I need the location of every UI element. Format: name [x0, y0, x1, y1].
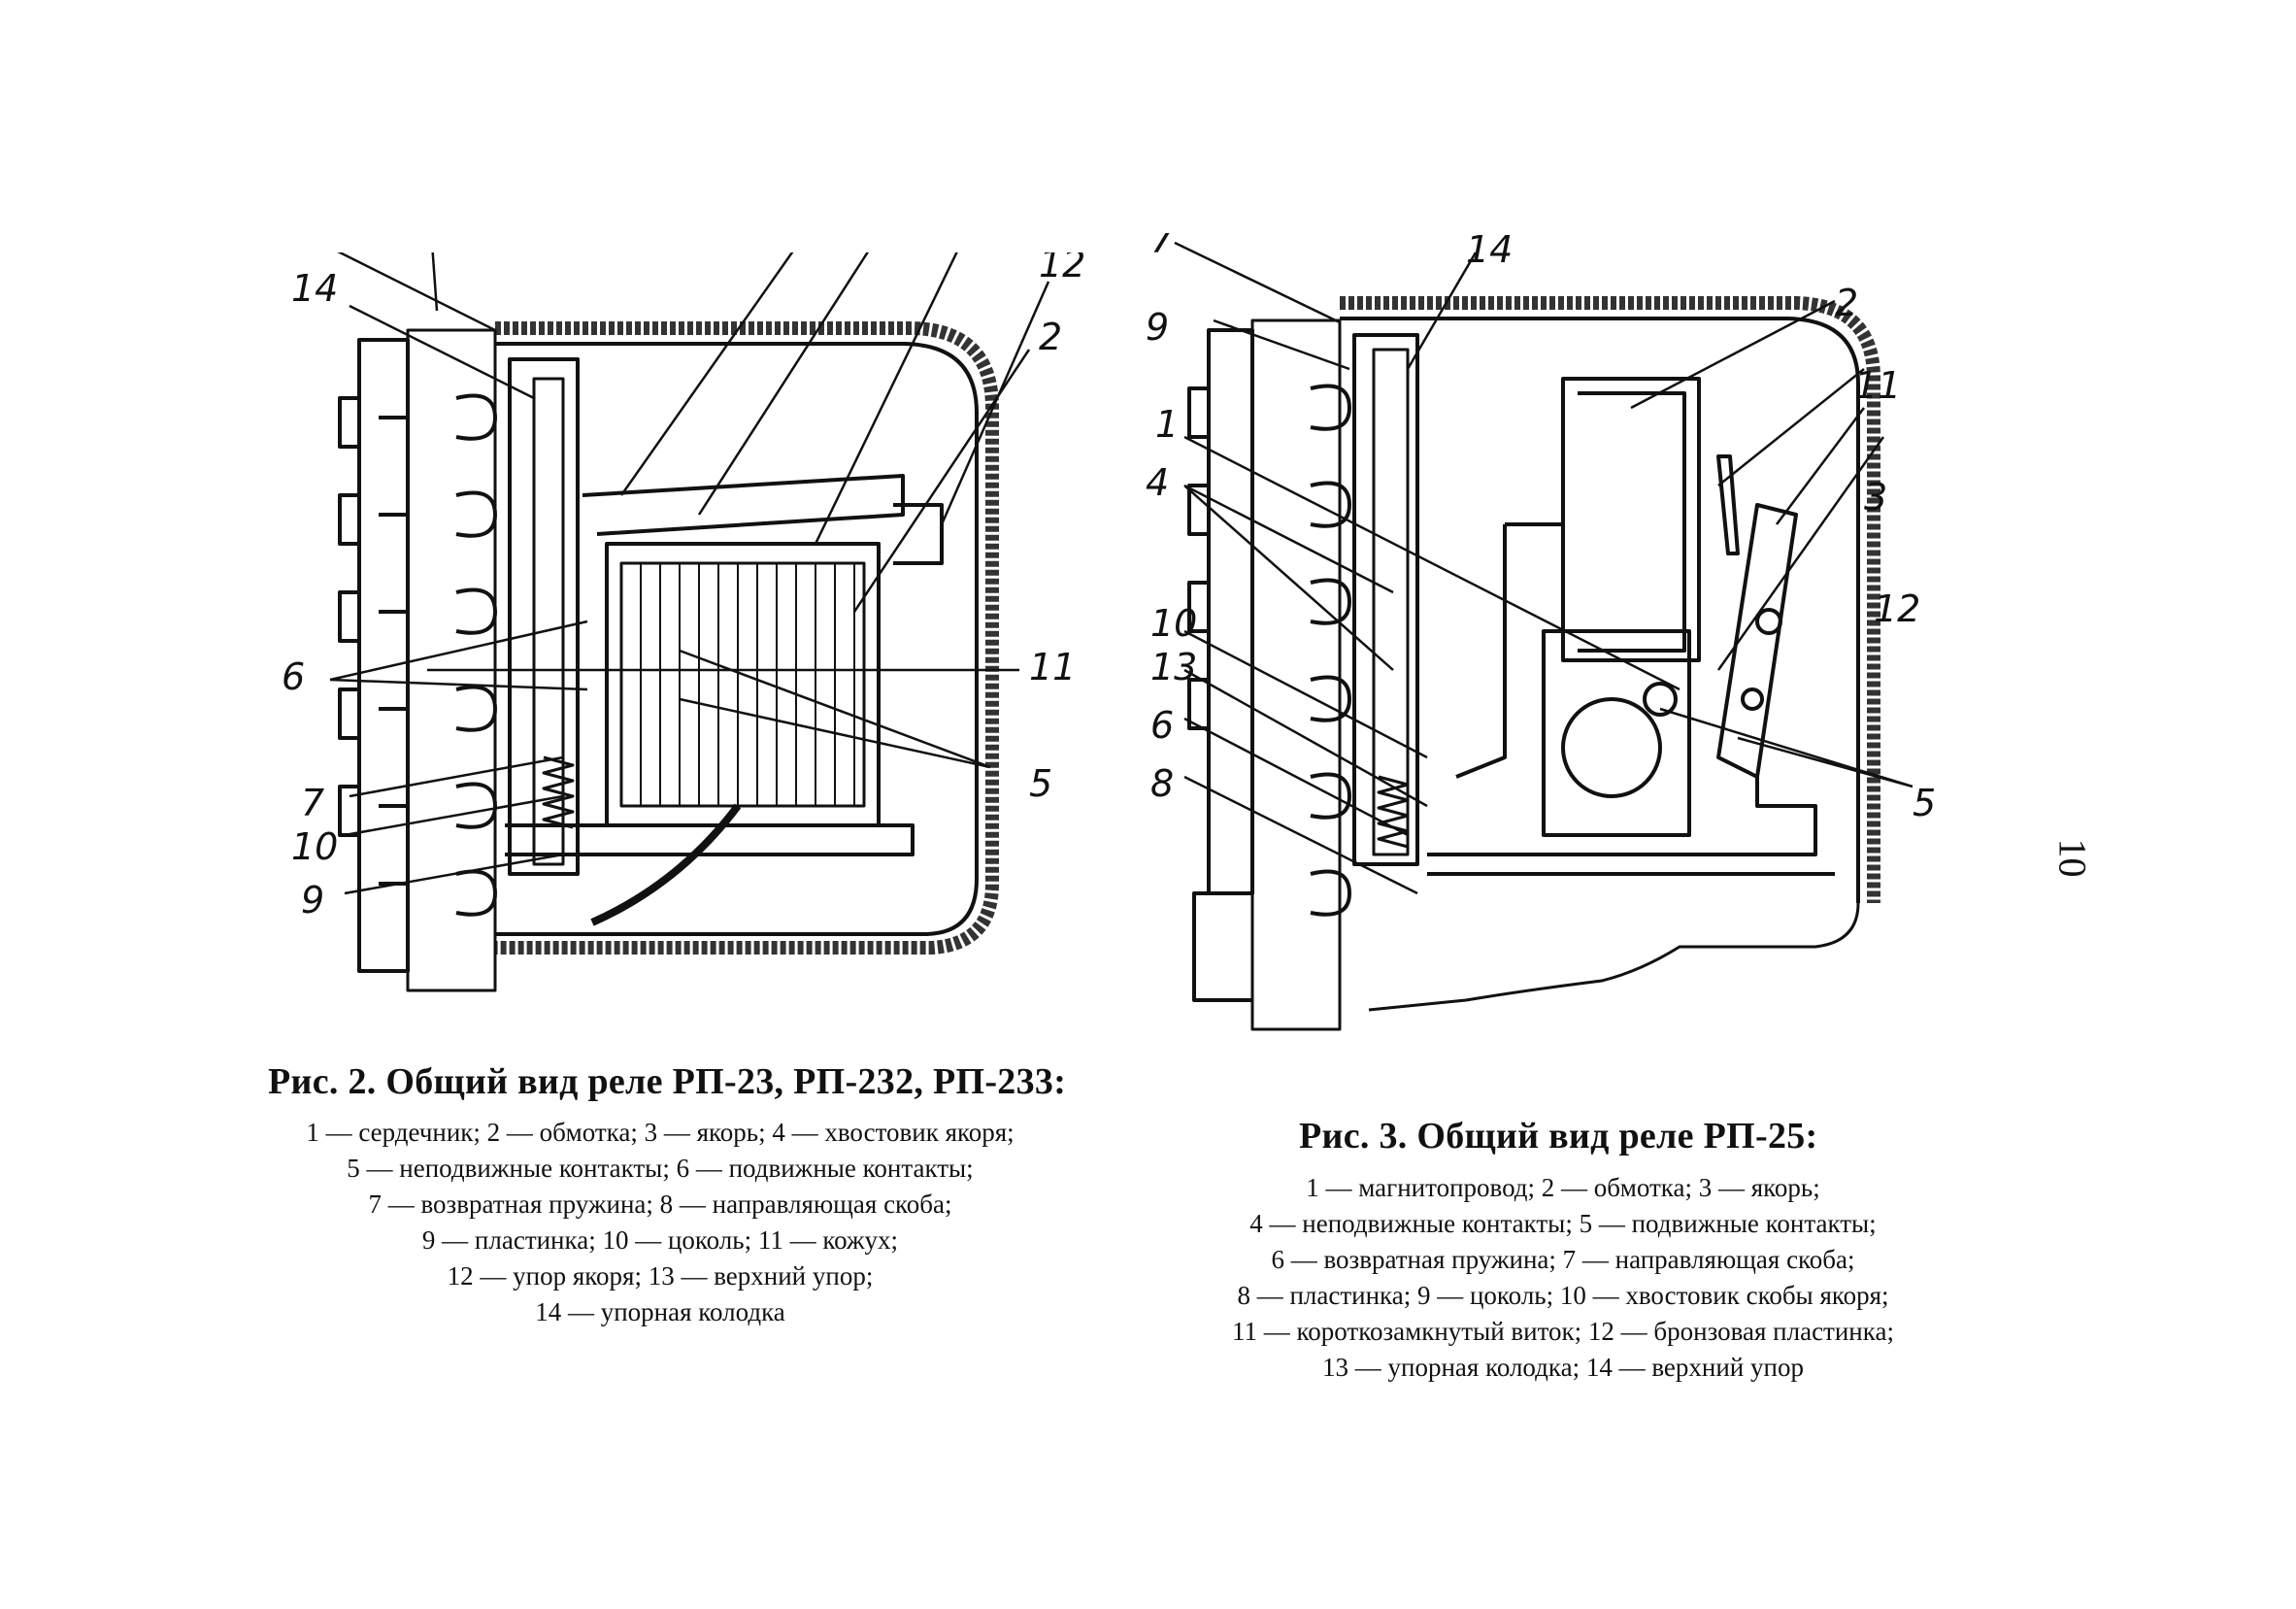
- callout-2: 2: [1039, 316, 1062, 358]
- callout-6: 6: [1150, 704, 1174, 747]
- callout-10: 10: [291, 825, 338, 868]
- page-number: 10: [2050, 838, 2095, 878]
- relay-rp25-illustration: 7 14 9 2 11 1 3 4 12 10 13 6 5 8: [1146, 233, 1936, 1031]
- legend-line: 4 — неподвижные контакты; 5 — подвижные …: [1249, 1209, 1877, 1238]
- callout-2: 2: [1835, 282, 1858, 324]
- legend-line: 5 — неподвижные контакты; 6 — подвижные …: [347, 1154, 974, 1183]
- callout-8: 8: [1150, 762, 1174, 805]
- callout-12: 12: [1039, 252, 1085, 285]
- legend-line: 12 — упор якоря; 13 — верхний упор;: [447, 1261, 874, 1291]
- figure-3-legend: 1 — магнитопровод; 2 — обмотка; 3 — якор…: [1116, 1170, 2010, 1386]
- callout-7: 7: [1150, 233, 1174, 261]
- callout-10: 10: [1150, 602, 1197, 645]
- callout-14: 14: [291, 267, 338, 310]
- callout-9: 9: [1146, 306, 1169, 349]
- figure-2-legend: 1 — сердечник; 2 — обмотка; 3 — якорь; 4…: [194, 1115, 1126, 1330]
- legend-line: 14 — упорная колодка: [535, 1297, 785, 1326]
- relay-rp23-illustration: 13 8 4 3 1 12 14 2 6 11 5 7 10 9: [282, 252, 1085, 992]
- figure-3-drawing: 7 14 9 2 11 1 3 4 12 10 13 6 5 8: [1136, 233, 1990, 1058]
- callout-14: 14: [1466, 233, 1513, 271]
- callout-3: 3: [1864, 476, 1887, 519]
- callout-5: 5: [1913, 782, 1936, 824]
- legend-line: 6 — возвратная пружина; 7 — направляющая…: [1271, 1245, 1855, 1274]
- callout-6: 6: [282, 655, 305, 698]
- legend-line: 1 — сердечник; 2 — обмотка; 3 — якорь; 4…: [306, 1118, 1015, 1147]
- callout-4: 4: [1146, 461, 1169, 504]
- figure-3-title: Рис. 3. Общий вид реле РП-25:: [1299, 1116, 1818, 1156]
- callout-13: 13: [1150, 646, 1197, 688]
- callout-9: 9: [301, 879, 324, 922]
- callout-11: 11: [1029, 646, 1076, 688]
- legend-line: 7 — возвратная пружина; 8 — направляющая…: [368, 1190, 952, 1219]
- legend-line: 11 — короткозамкнутый виток; 12 — бронзо…: [1232, 1317, 1894, 1346]
- legend-line: 8 — пластинка; 9 — цоколь; 10 — хвостови…: [1237, 1281, 1889, 1310]
- legend-line: 9 — пластинка; 10 — цоколь; 11 — кожух;: [421, 1225, 899, 1255]
- callout-7: 7: [301, 782, 324, 824]
- callout-12: 12: [1874, 587, 1920, 630]
- callout-5: 5: [1029, 762, 1052, 805]
- legend-line: 1 — магнитопровод; 2 — обмотка; 3 — якор…: [1306, 1173, 1820, 1202]
- callout-11: 11: [1854, 364, 1901, 407]
- figure-2-drawing: 13 8 4 3 1 12 14 2 6 11 5 7 10 9: [272, 252, 1126, 1029]
- figure-2-title: Рис. 2. Общий вид реле РП-23, РП-232, РП…: [268, 1061, 1067, 1102]
- legend-line: 13 — упорная колодка; 14 — верхний упор: [1322, 1353, 1804, 1382]
- callout-1: 1: [1155, 403, 1179, 446]
